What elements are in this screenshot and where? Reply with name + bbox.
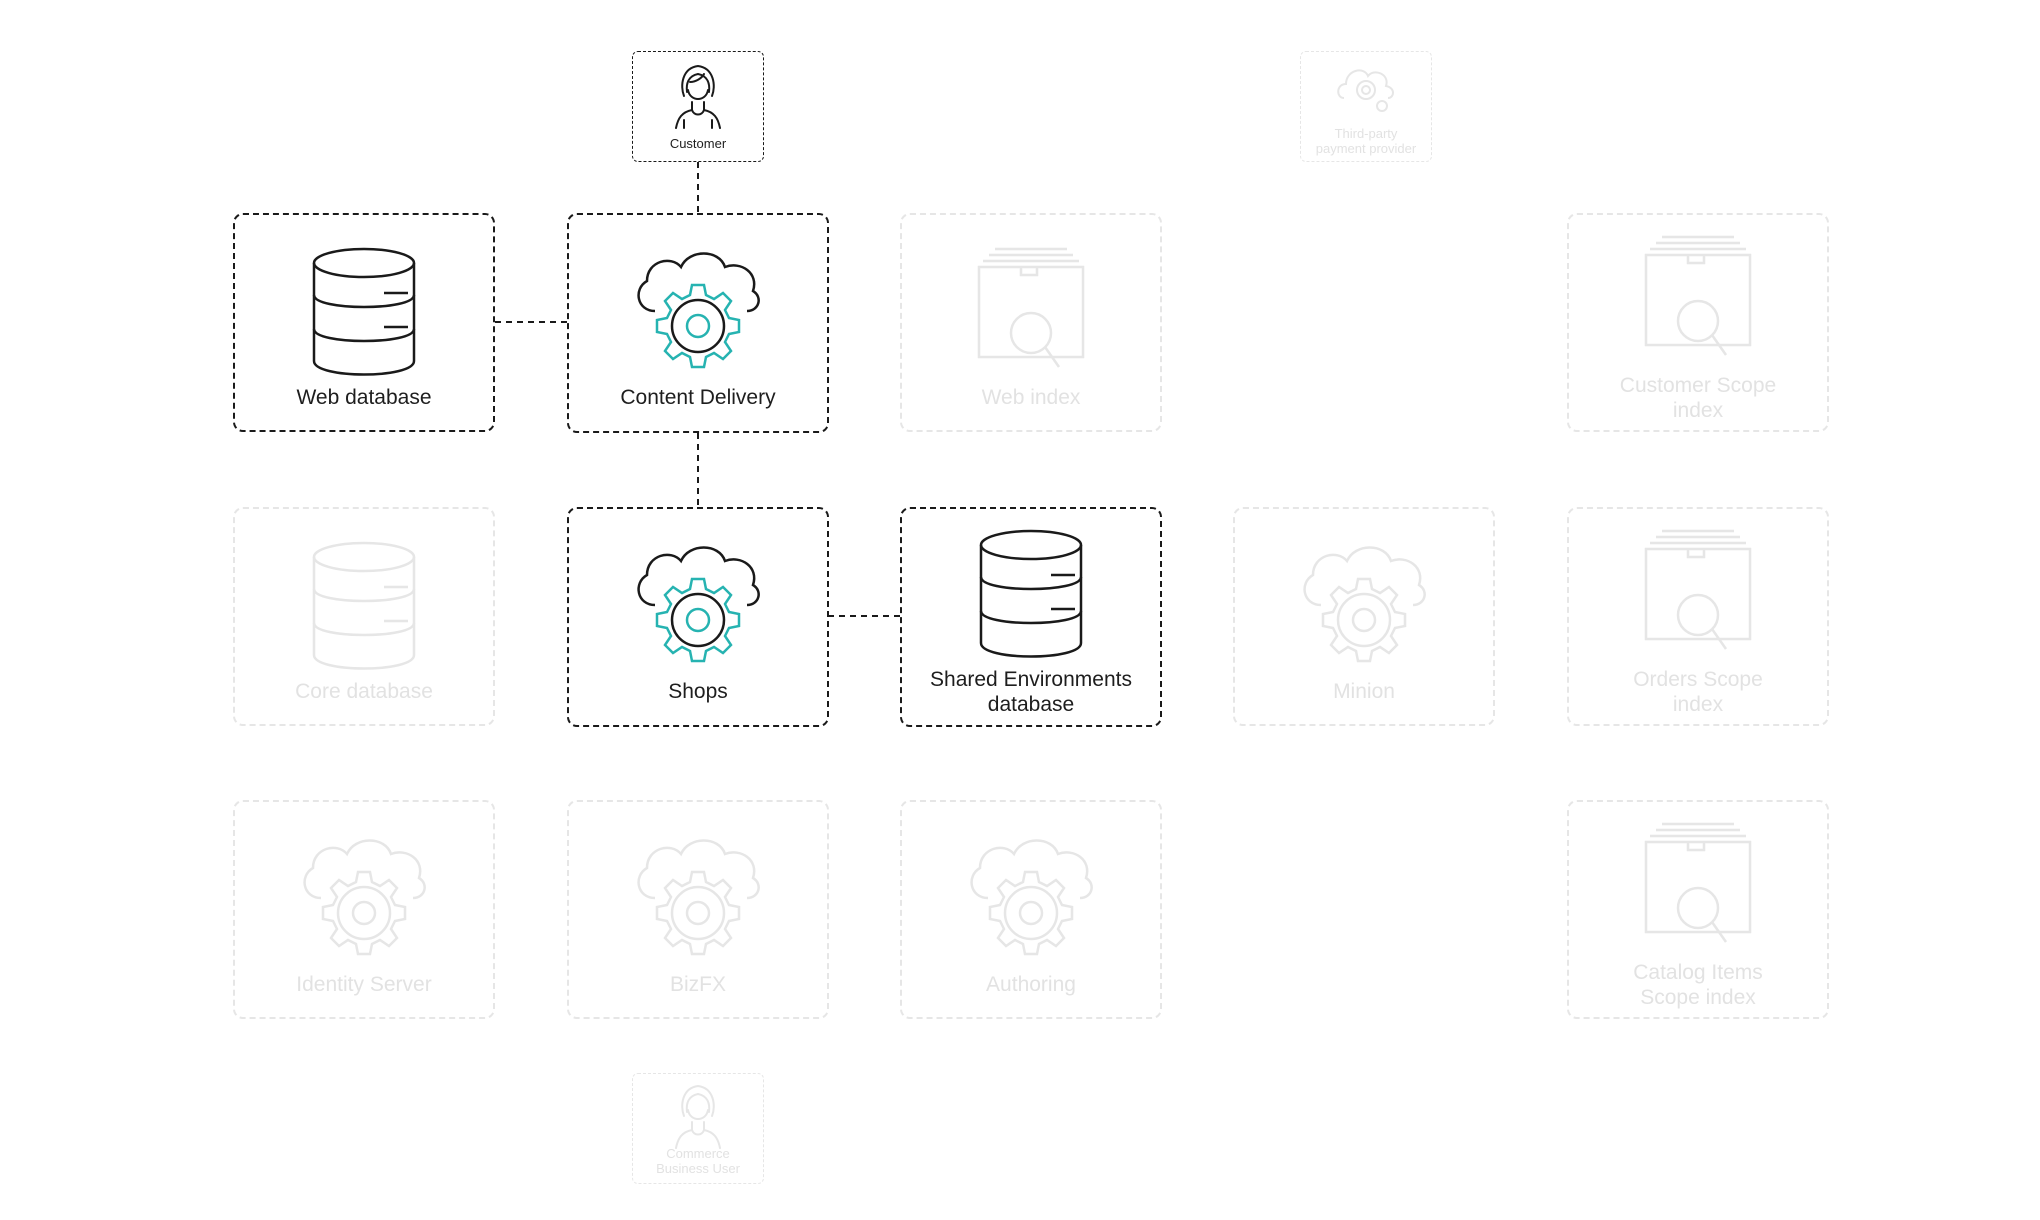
- web-index-node: Web index: [900, 213, 1162, 432]
- catalog-items-scope-index-node: Catalog Items Scope index: [1567, 800, 1829, 1019]
- business-user-label: Commerce Business User: [656, 1146, 740, 1176]
- cloud-gear-icon: [637, 839, 760, 956]
- content-delivery-node: Content Delivery: [567, 213, 829, 433]
- web-database-label: Web database: [296, 386, 432, 409]
- business-user-node: Commerce Business User: [632, 1073, 764, 1184]
- shared-env-db-label: Shared Environments database: [930, 668, 1132, 716]
- search-index-icon: [977, 247, 1085, 368]
- shops-node: Shops: [567, 507, 829, 727]
- identity-server-node: Identity Server: [233, 800, 495, 1019]
- customer-label: Customer: [669, 136, 727, 151]
- core-database-node: Core database: [233, 507, 495, 726]
- payment-provider-node: Third-party payment provider: [1300, 51, 1432, 162]
- search-index-icon: [1644, 235, 1752, 356]
- customer-node: Customer: [632, 51, 764, 162]
- cloud-gear-icon: [1337, 69, 1394, 112]
- cloud-gear-icon: [637, 546, 760, 663]
- person-icon: [675, 1085, 721, 1149]
- web-index-label: Web index: [981, 386, 1081, 409]
- identity-server-label: Identity Server: [296, 973, 432, 996]
- bizfx-node: BizFX: [567, 800, 829, 1019]
- content-delivery-label: Content Delivery: [620, 386, 776, 409]
- database-icon: [312, 247, 416, 376]
- minion-node: Minion: [1233, 507, 1495, 726]
- search-index-icon: [1644, 822, 1752, 943]
- database-icon: [312, 541, 416, 670]
- customer-scope-index-node: Customer Scope index: [1567, 213, 1829, 432]
- cloud-gear-icon: [637, 252, 760, 369]
- database-icon: [979, 529, 1083, 658]
- payment-provider-label: Third-party payment provider: [1315, 126, 1417, 156]
- authoring-node: Authoring: [900, 800, 1162, 1019]
- cloud-gear-icon: [1303, 546, 1426, 663]
- customer-scope-index-label: Customer Scope index: [1619, 374, 1777, 422]
- shops-label: Shops: [668, 680, 728, 703]
- orders-scope-index-label: Orders Scope index: [1633, 668, 1763, 716]
- person-icon: [675, 65, 721, 129]
- authoring-label: Authoring: [986, 973, 1076, 996]
- cloud-gear-icon: [303, 839, 426, 956]
- minion-label: Minion: [1333, 680, 1395, 703]
- shared-env-db-node: Shared Environments database: [900, 507, 1162, 727]
- cloud-gear-icon: [970, 839, 1093, 956]
- orders-scope-index-node: Orders Scope index: [1567, 507, 1829, 726]
- bizfx-label: BizFX: [669, 973, 726, 996]
- search-index-icon: [1644, 529, 1752, 650]
- catalog-items-scope-index-label: Catalog Items Scope index: [1633, 961, 1763, 1009]
- core-database-label: Core database: [295, 680, 433, 703]
- web-database-node: Web database: [233, 213, 495, 432]
